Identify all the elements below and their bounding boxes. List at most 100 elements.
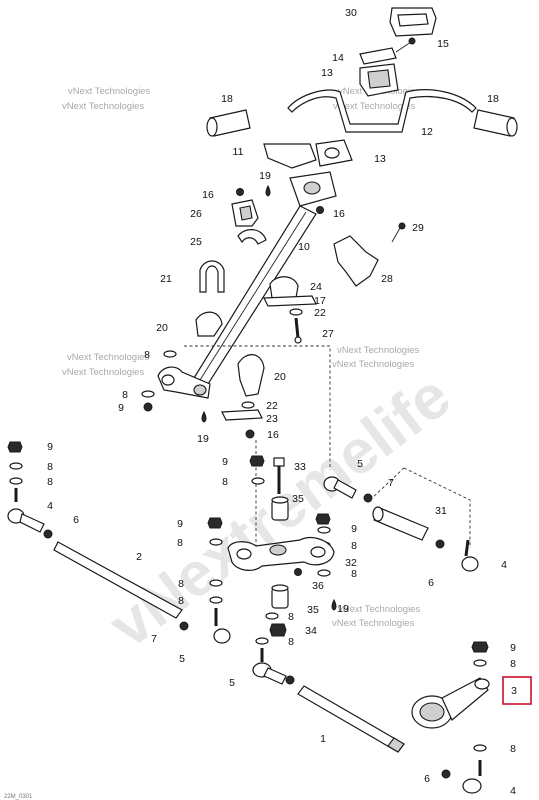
part-tie-rod-end — [213, 608, 231, 644]
part-handlebar — [287, 89, 477, 133]
part-lower-bracket — [263, 143, 317, 169]
watermark-small: vNext Technologies — [68, 86, 150, 97]
part-grease-drop — [201, 410, 207, 423]
part-cap — [389, 7, 437, 37]
part-nut — [245, 429, 255, 439]
callout-label: 16 — [267, 429, 279, 441]
callout-label: 28 — [381, 273, 393, 285]
part-nut — [143, 402, 153, 412]
part-tie-rod — [53, 541, 183, 619]
part-washer — [209, 538, 223, 546]
watermark-small: vNext Technologies — [62, 367, 144, 378]
part-grip-right — [473, 109, 518, 137]
part-tie-rod-end — [462, 760, 482, 794]
callout-label: 8 — [351, 540, 357, 552]
watermark-small: vNext Technologies — [332, 618, 414, 629]
part-nut — [7, 441, 23, 453]
part-grip-left — [206, 109, 251, 137]
watermark-small: vNext Technologies — [333, 101, 415, 112]
part-nut — [315, 513, 331, 525]
part-plate — [263, 295, 317, 307]
callout-label: 16 — [333, 208, 345, 220]
part-nut — [363, 493, 373, 503]
callout-label: 14 — [332, 52, 344, 64]
callout-label: 9 — [510, 642, 516, 654]
callout-label: 18 — [221, 93, 233, 105]
callout-label: 3 — [511, 685, 517, 697]
callout-label: 8 — [122, 389, 128, 401]
part-grease-drop — [331, 598, 337, 611]
callout-label: 8 — [222, 476, 228, 488]
callout-label: 8 — [177, 537, 183, 549]
callout-label: 4 — [47, 500, 53, 512]
part-pivot-arm — [227, 537, 335, 571]
callout-label: 21 — [160, 273, 172, 285]
part-washer — [317, 569, 331, 577]
callout-label: 6 — [424, 773, 430, 785]
part-tie-rod-end — [323, 476, 357, 499]
callout-label: 6 — [73, 514, 79, 526]
watermark-small: vNext Technologies — [67, 352, 149, 363]
callout-label: 12 — [421, 126, 433, 138]
part-riser-clamp — [315, 139, 353, 167]
callout-label: 35 — [292, 493, 304, 505]
callout-label: 5 — [357, 458, 363, 470]
part-bushing-lower — [237, 354, 265, 397]
part-u-bolt — [199, 260, 225, 293]
footer-code: 22M_0301 — [4, 794, 33, 800]
callout-label: 18 — [487, 93, 499, 105]
part-bushing-upper — [195, 311, 223, 337]
watermark-small: vNext Technologies — [338, 604, 420, 615]
part-washer — [473, 659, 487, 667]
part-cover — [269, 276, 299, 299]
callout-label: 34 — [305, 625, 317, 637]
callout-label: 8 — [510, 658, 516, 670]
callout-label: 9 — [351, 523, 357, 535]
watermark-small: vNext Technologies — [337, 345, 419, 356]
callout-label: 15 — [437, 38, 449, 50]
callout-label: 7 — [151, 633, 157, 645]
part-bushing — [271, 496, 289, 521]
callout-label: 25 — [190, 236, 202, 248]
part-washer — [255, 637, 269, 645]
part-nut — [43, 529, 53, 539]
callout-label: 23 — [266, 413, 278, 425]
centerline — [184, 345, 331, 470]
part-tie-rod-end — [252, 648, 287, 685]
part-pitman-arm — [411, 677, 490, 729]
part-nut — [285, 675, 295, 685]
part-nut — [435, 539, 445, 549]
callout-label: 11 — [233, 146, 244, 158]
part-washer — [209, 579, 223, 587]
callout-label: 30 — [345, 7, 357, 19]
callout-label: 31 — [435, 505, 447, 517]
callout-label: 8 — [47, 461, 53, 473]
part-washer — [289, 308, 303, 316]
part-bolt — [395, 37, 416, 53]
watermark-small: vNext Technologies — [332, 359, 414, 370]
part-steering-arm — [157, 366, 211, 399]
callout-label: 8 — [288, 636, 294, 648]
callout-label: 4 — [501, 559, 507, 571]
part-upper-clamp — [359, 63, 399, 97]
part-column-top — [289, 171, 337, 207]
part-nut — [269, 623, 287, 637]
callout-label: 36 — [312, 580, 324, 592]
part-column-clamp — [231, 199, 259, 227]
callout-label: 2 — [136, 551, 142, 563]
part-nut — [207, 517, 223, 529]
callout-label: 8 — [288, 611, 294, 623]
part-sleeve — [372, 506, 429, 541]
part-screw — [391, 222, 406, 243]
callout-label: 5 — [229, 677, 235, 689]
callout-label: 33 — [294, 461, 306, 473]
callout-label: 9 — [222, 456, 228, 468]
part-washer — [317, 526, 331, 534]
part-washer — [241, 401, 255, 409]
callout-label: 9 — [177, 518, 183, 530]
part-nut — [441, 769, 451, 779]
part-tie-rod-end — [7, 488, 45, 533]
callout-label: 13 — [321, 67, 333, 79]
